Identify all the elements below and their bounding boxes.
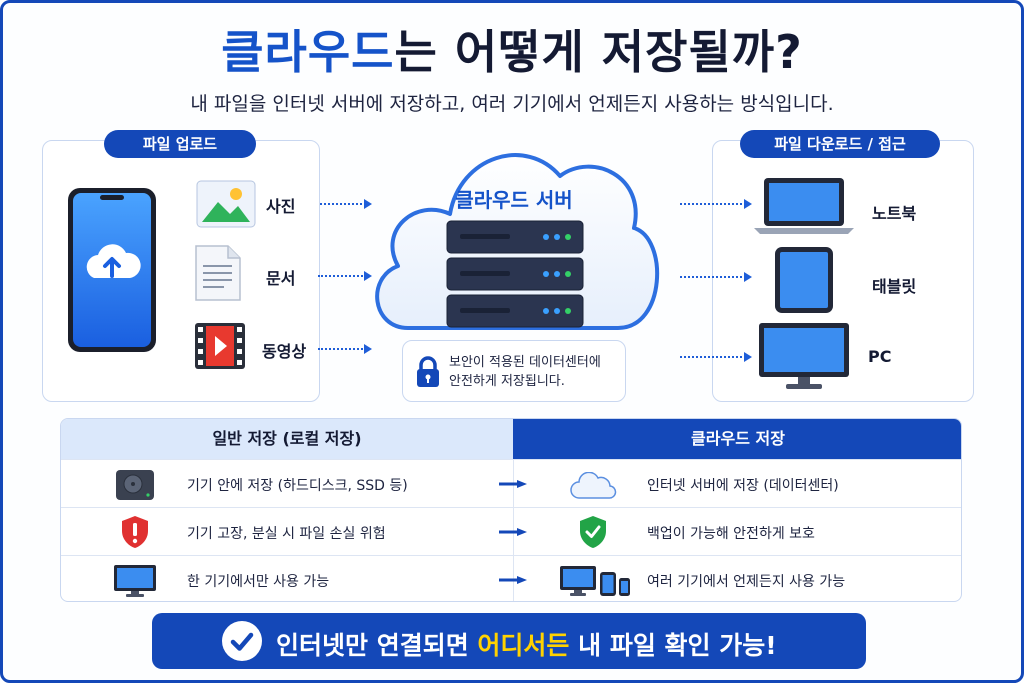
upload-item-video: 동영상: [262, 342, 307, 361]
page-subtitle: 내 파일을 인터넷 서버에 저장하고, 여러 기기에서 언제든지 사용하는 방식…: [190, 93, 834, 115]
warning-shield-icon: [122, 516, 148, 548]
cloud-server-label: 클라우드 서버: [455, 188, 573, 212]
comparison-table: 일반 저장 (로컬 저장) 클라우드 저장 기기 안에 저장 (하드디스크, S…: [60, 418, 962, 602]
monitor-icon: [759, 323, 849, 389]
device-pc-label: PC: [868, 347, 892, 366]
arrow-video-to-cloud: [318, 344, 372, 354]
check-shield-icon: [580, 516, 606, 548]
multi-device-icon: [560, 566, 630, 596]
tablet-icon: [775, 247, 833, 313]
summary-banner: 인터넷만 연결되면 어디서든 내 파일 확인 가능!: [152, 613, 866, 669]
check-circle-icon: [222, 621, 262, 661]
right-arrow-icon: [499, 576, 527, 584]
local-row-3-text: 한 기기에서만 사용 가능: [187, 574, 330, 590]
header-local-storage: 일반 저장 (로컬 저장): [61, 419, 513, 459]
device-laptop-label: 노트북: [872, 204, 917, 223]
arrow-photo-to-cloud: [320, 199, 372, 209]
monitor-icon: [114, 565, 156, 597]
video-icon: [195, 323, 245, 369]
title-highlight: 클라우드: [221, 25, 395, 79]
cloud-icon: [570, 472, 617, 499]
right-arrow-icon: [499, 480, 527, 488]
arrow-cloud-to-pc: [680, 352, 752, 362]
header-cloud-storage: 클라우드 저장: [513, 419, 961, 459]
table-divider: [513, 459, 514, 601]
lock-icon: [417, 356, 439, 387]
smartphone-icon: [68, 188, 156, 352]
local-row-2-text: 기기 고장, 분실 시 파일 손실 위험: [187, 526, 386, 542]
device-tablet-label: 태블릿: [872, 277, 917, 296]
photo-icon: [196, 180, 256, 228]
upload-label: 파일 업로드: [104, 130, 256, 158]
cloud-upload-icon: [86, 244, 141, 278]
upload-item-photo: 사진: [266, 197, 296, 216]
download-label: 파일 다운로드 / 접근: [740, 130, 940, 158]
table-row: 기기 안에 저장 (하드디스크, SSD 등) 인터넷 서버에 저장 (데이터센…: [61, 459, 961, 507]
title-rest: 는 어떻게 저장될까?: [394, 25, 803, 79]
server-rack-icon: [446, 220, 584, 328]
security-note: 보안이 적용된 데이터센터에 안전하게 저장됩니다.: [402, 340, 626, 402]
checkmark-icon: [230, 632, 254, 651]
security-line-1: 보안이 적용된 데이터센터에: [449, 355, 601, 370]
page-title: 클라우드는 어떻게 저장될까?: [0, 16, 1024, 82]
arrow-cloud-to-tablet: [680, 272, 752, 282]
arrow-cloud-to-laptop: [680, 199, 752, 209]
upload-item-document: 문서: [266, 269, 296, 288]
summary-part-1: 인터넷만 연결되면: [276, 631, 478, 660]
arrow-document-to-cloud: [318, 271, 372, 281]
table-row: 한 기기에서만 사용 가능 여러 기기에서 언제든지 사용 가능: [61, 555, 961, 601]
security-line-2: 안전하게 저장됩니다.: [449, 374, 565, 389]
cloud-row-2-text: 백업이 가능해 안전하게 보호: [647, 526, 815, 542]
right-arrow-icon: [499, 528, 527, 536]
summary-part-2: 내 파일 확인 가능!: [569, 631, 777, 660]
cloud-row-1-text: 인터넷 서버에 저장 (데이터센터): [647, 478, 839, 494]
local-row-1-text: 기기 안에 저장 (하드디스크, SSD 등): [187, 478, 408, 494]
document-icon: [195, 245, 241, 301]
cloud-row-3-text: 여러 기기에서 언제든지 사용 가능: [647, 574, 846, 590]
summary-highlight: 어디서든: [477, 631, 570, 660]
hard-drive-icon: [116, 470, 154, 500]
laptop-icon: [754, 178, 854, 234]
summary-message: 인터넷만 연결되면 어디서든 내 파일 확인 가능!: [276, 626, 777, 662]
table-row: 기기 고장, 분실 시 파일 손실 위험 백업이 가능해 안전하게 보호: [61, 507, 961, 555]
